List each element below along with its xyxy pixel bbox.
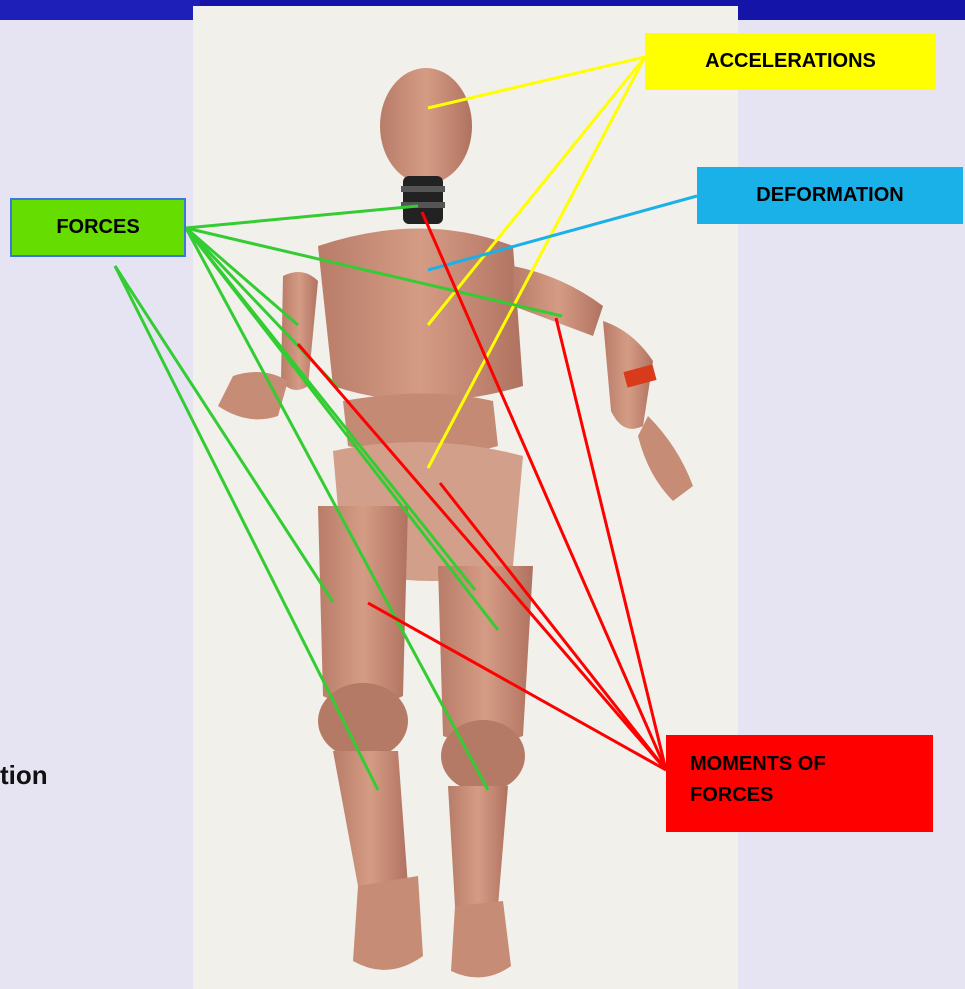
- label-moments-of-forces: MOMENTS OF FORCES: [666, 735, 933, 832]
- label-forces: FORCES: [10, 198, 186, 257]
- side-text-fragment: tion: [0, 760, 48, 791]
- label-moments-line2: FORCES: [690, 780, 933, 811]
- deformation-lines: [428, 196, 697, 270]
- moment-lines: [298, 212, 666, 770]
- label-deformation: DEFORMATION: [697, 167, 963, 224]
- label-moments-line1: MOMENTS OF: [690, 749, 933, 780]
- label-accelerations: ACCELERATIONS: [645, 33, 936, 90]
- force-lines: [115, 206, 562, 790]
